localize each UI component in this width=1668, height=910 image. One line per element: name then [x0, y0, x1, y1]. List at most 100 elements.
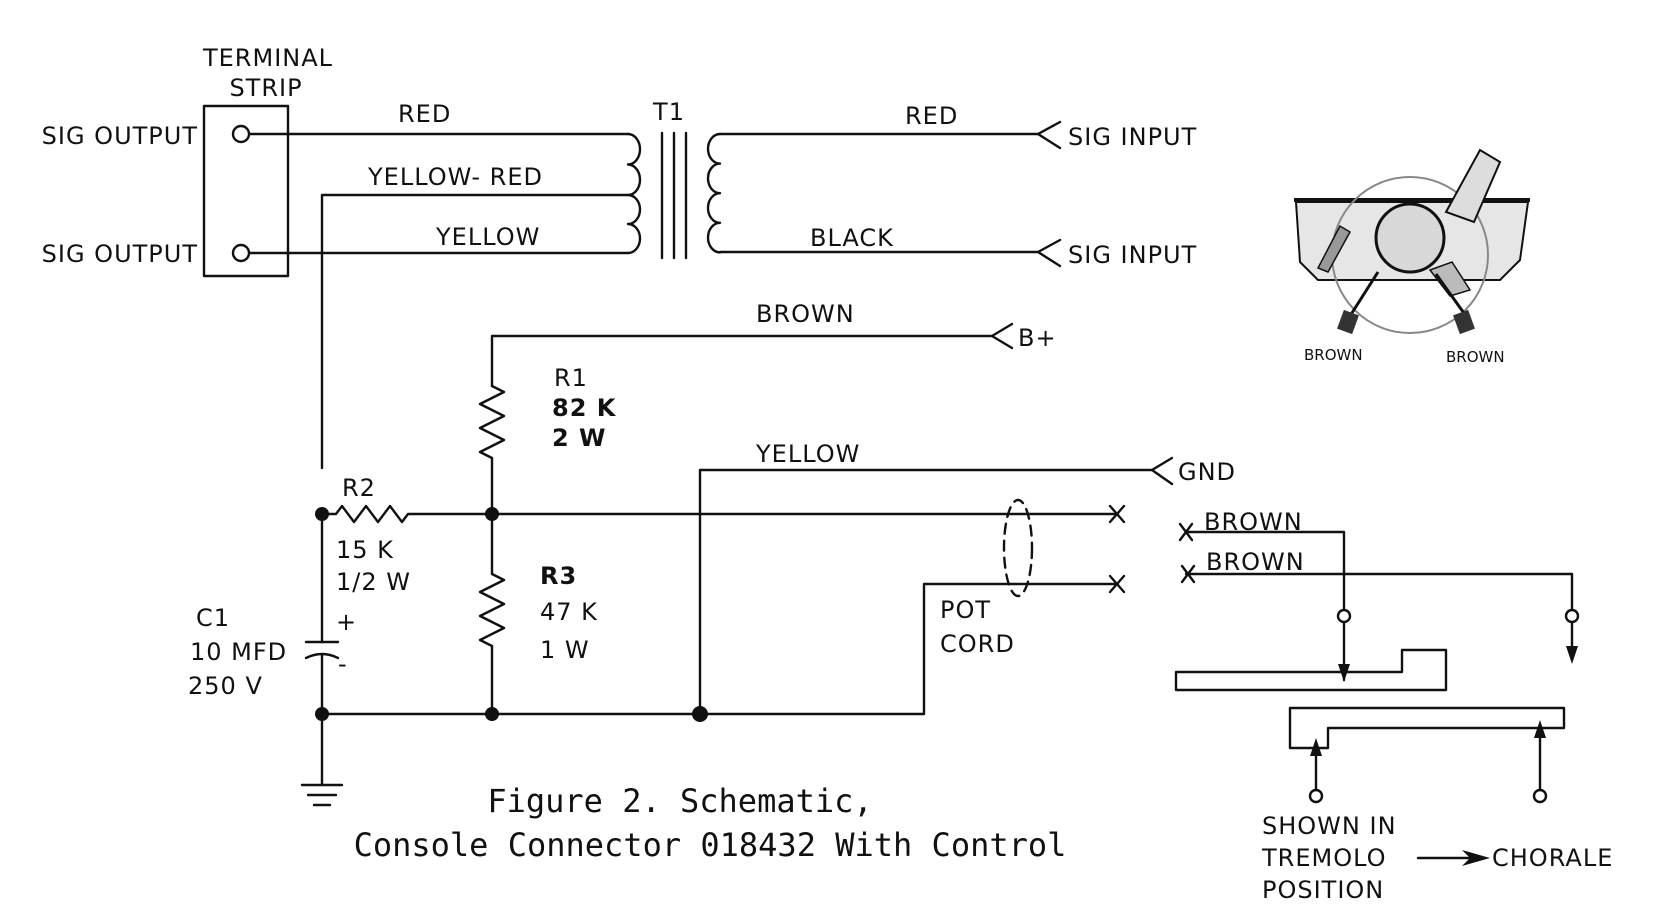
r3-value: 47 K [540, 598, 598, 626]
r2-value: 15 K [336, 536, 394, 564]
sig-input-label-1: SIG INPUT [1068, 123, 1197, 151]
sig-output-label-2: SIG OUTPUT [42, 240, 198, 268]
wire-yellow-red [320, 193, 630, 470]
r3-symbol [478, 514, 506, 716]
terminal-strip-title-1: TERMINAL [202, 44, 333, 72]
ground-symbol [300, 783, 344, 807]
switch-pin [1564, 608, 1580, 624]
b-plus-label: B+ [1018, 324, 1057, 352]
wire-label-red-primary: RED [398, 100, 451, 128]
resistor-r2: R2 15 K 1/2 W [320, 474, 1126, 596]
r1-symbol [478, 384, 506, 518]
wire-brown-1 [1184, 530, 1346, 612]
caption-line-1: Figure 2. Schematic, [487, 782, 872, 820]
r1-name: R1 [554, 364, 588, 392]
shown-in-label: SHOWN IN [1262, 812, 1397, 840]
wire-brown-2 [1184, 572, 1574, 612]
c1-voltage: 250 V [188, 672, 263, 700]
switch-diagram: BROWN BROWN SHOWN IN TREMOLO CHORALE POS… [1174, 508, 1613, 904]
sig-input-jack-1 [1036, 120, 1062, 150]
tremolo-label: TREMOLO [1261, 844, 1387, 872]
b-plus-supply: BROWN B+ [490, 300, 1057, 388]
switch-photo-brown-left: BROWN [1304, 346, 1363, 364]
t1-label: T1 [652, 98, 685, 126]
sig-output-label-1: SIG OUTPUT [42, 122, 198, 150]
r2-name: R2 [342, 474, 376, 502]
pot-terminal-x-1 [1108, 504, 1126, 524]
junction-dot [315, 507, 329, 521]
sig-input-jack-2 [1036, 238, 1062, 268]
wire-label-yellow-red: YELLOW- RED [367, 163, 543, 191]
b-plus-jack [990, 322, 1014, 350]
terminal-strip-box [202, 104, 290, 278]
terminal-1 [231, 124, 251, 144]
switch-lugs [1348, 271, 1468, 317]
switch-arrow-2 [1566, 646, 1578, 664]
switch-contact [1428, 261, 1472, 297]
wire-label-brown: BROWN [756, 300, 855, 328]
sig-input-label-2: SIG INPUT [1068, 241, 1197, 269]
switch-lug-right [1453, 309, 1475, 335]
r1-value: 82 K [552, 394, 617, 422]
switch-arrow-4 [1534, 720, 1546, 738]
wire-label-black: BLACK [810, 224, 894, 252]
switch-x-2 [1180, 564, 1196, 584]
switch-lever [1444, 148, 1502, 224]
r3-power: 1 W [540, 636, 590, 664]
switch-bar-upper [1174, 648, 1448, 692]
figure-caption: Figure 2. Schematic, Console Connector 0… [354, 782, 1067, 864]
switch-brown-label-2: BROWN [1206, 548, 1305, 576]
caption-line-2: Console Connector 018432 With Control [354, 826, 1067, 864]
switch-pin [1532, 788, 1548, 804]
gnd-jack [1150, 456, 1174, 486]
switch-lug-left [1337, 309, 1359, 335]
wire-yellow-gnd [698, 468, 1154, 716]
switch-brown-label-1: BROWN [1204, 508, 1303, 536]
chorale-label: CHORALE [1492, 844, 1613, 872]
wire-bottom-bus [320, 582, 1120, 716]
junction-dot [485, 707, 499, 721]
resistor-r3: R3 47 K 1 W [478, 514, 598, 716]
switch-contact [1316, 224, 1352, 273]
switch-bar-lower [1288, 706, 1566, 750]
wire-brown-b-plus [490, 334, 994, 388]
pot-cord: POT CORD [320, 498, 1126, 716]
pot-cord-label-2: CORD [940, 630, 1015, 658]
switch-x-1 [1178, 522, 1194, 542]
terminal-strip: TERMINAL STRIP SIG OUTPUT SIG OUTPUT [42, 44, 333, 278]
tremolo-chorale-arrowhead [1462, 850, 1490, 866]
junction-dot [485, 507, 499, 521]
wire-label-red-secondary: RED [905, 102, 958, 130]
switch-arrow-3 [1310, 738, 1322, 756]
c1-minus: - [338, 650, 348, 678]
switch-pin [1336, 608, 1352, 624]
terminal-strip-title-2: STRIP [229, 74, 302, 102]
transformer-t1: T1 RED YELLOW- RED YELLOW RED BLACK SIG … [247, 98, 1197, 470]
ground-yellow: YELLOW GND [698, 440, 1235, 716]
switch-hub [1374, 202, 1446, 274]
switch-illustration: BROWN BROWN [1294, 148, 1530, 366]
position-label: POSITION [1262, 876, 1384, 904]
c1-value: 10 MFD [190, 638, 287, 666]
r1-power: 2 W [552, 424, 607, 452]
junction-dot [315, 707, 329, 721]
c1-name: C1 [196, 604, 230, 632]
primary-coil [626, 132, 642, 255]
switch-pin [1308, 788, 1324, 804]
r2-power: 1/2 W [336, 568, 411, 596]
pot-cord-shield [1002, 498, 1034, 598]
resistor-r1: R1 82 K 2 W [478, 364, 617, 518]
pot-cord-label-1: POT [940, 596, 991, 624]
r3-name: R3 [540, 562, 577, 590]
wire-label-yellow-primary: YELLOW [435, 223, 540, 251]
terminal-2 [231, 243, 251, 263]
c1-plus: + [336, 608, 357, 636]
secondary-coil [706, 132, 722, 254]
transformer-core [660, 131, 688, 260]
pot-terminal-x-2 [1108, 574, 1126, 594]
switch-photo-brown-right: BROWN [1446, 348, 1505, 366]
capacitor-c1: + - C1 10 MFD 250 V [188, 512, 357, 787]
wire-label-yellow-gnd: YELLOW [755, 440, 860, 468]
junction-dot [692, 706, 708, 722]
